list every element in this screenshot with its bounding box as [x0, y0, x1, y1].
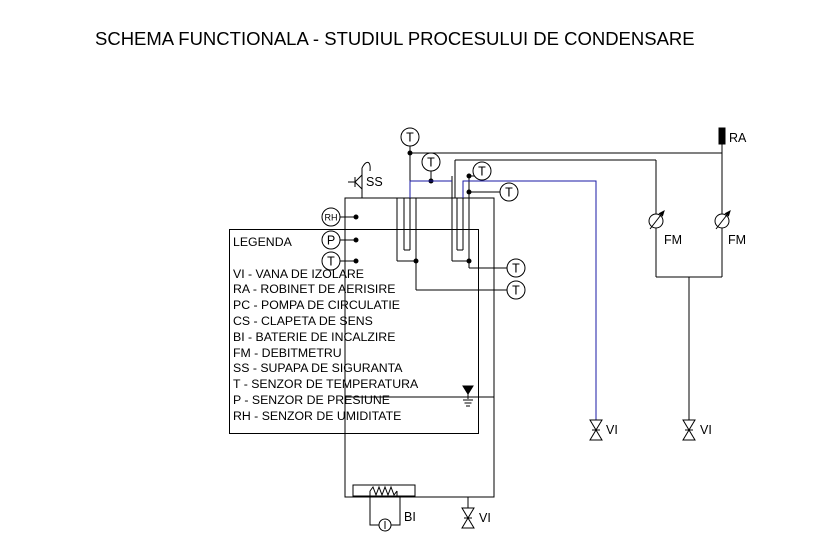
flowmeter-icon — [714, 209, 731, 230]
label-vi-blue: VI — [606, 423, 618, 437]
label-t: T — [427, 156, 435, 170]
condenser-vessel — [344, 197, 495, 498]
blue-pipe — [409, 180, 597, 420]
label-vi-bottom: VI — [479, 511, 491, 525]
valve-icon — [682, 419, 696, 441]
rh-sensor-icon — [321, 207, 341, 227]
legend-item-bi: BI - BATERIE DE INCALZIRE — [233, 329, 396, 344]
label-t: T — [406, 131, 414, 145]
legend-item-t: T - SENZOR DE TEMPERATURA — [233, 377, 419, 392]
flowmeter-icon — [648, 209, 665, 230]
valve-icon — [461, 497, 475, 529]
t-sensor-icon — [400, 127, 420, 147]
cooling-water-manifold — [407, 145, 722, 198]
legend-item-rh: RH - SENZOR DE UMIDITATE — [233, 408, 402, 423]
heating-battery-icon — [352, 484, 416, 532]
label-t: T — [505, 186, 513, 200]
label-p: P — [327, 234, 335, 248]
water-level-icon — [462, 385, 474, 407]
t-sensor-icon — [506, 258, 526, 278]
legend-item-p: P - SENZOR DE PRESIUNE — [233, 392, 390, 407]
safety-valve-icon — [348, 161, 371, 198]
label-t: T — [512, 262, 520, 276]
t-sensor-icon — [472, 161, 492, 181]
legend-item-fm: FM - DEBITMETRU — [233, 345, 342, 360]
p-sensor-icon — [321, 230, 341, 250]
t-sensor-icon — [506, 280, 526, 300]
label-vi-right: VI — [700, 423, 712, 437]
legend-box: LEGENDA VI - VANA DE IZOLARE RA - ROBINE… — [229, 229, 479, 434]
label-rh: RH — [325, 213, 338, 223]
sensor-leads-left — [340, 214, 359, 264]
label-ra: RA — [729, 131, 747, 145]
legend-item-ra: RA - ROBINET DE AERISIRE — [233, 282, 396, 297]
legend-item-pc: PC - POMPA DE CIRCULATIE — [233, 298, 400, 313]
legend-heading: LEGENDA — [233, 235, 292, 249]
flowmeter-branch — [655, 127, 726, 420]
t-sensor-icon — [321, 251, 341, 271]
legend-item-cs: CS - CLAPETA DE SENS — [233, 313, 373, 328]
label-fm-right: FM — [728, 233, 746, 247]
t-sensor-icon — [421, 152, 441, 172]
label-fm-left: FM — [664, 233, 682, 247]
label-t: T — [327, 255, 335, 269]
label-t: T — [478, 165, 486, 179]
tube-bundle-left — [396, 198, 417, 290]
label-t: T — [512, 284, 520, 298]
tube-bundle-right — [451, 198, 470, 268]
tube-sensor-lines — [397, 258, 507, 291]
legend-item-ss: SS - SUPAPA DE SIGURANTA — [233, 361, 403, 376]
label-ss: SS — [366, 175, 383, 189]
diagram-title: SCHEMA FUNCTIONALA - STUDIUL PROCESULUI … — [95, 28, 695, 49]
valve-icon — [589, 419, 603, 441]
t-sensor-icon — [499, 182, 519, 202]
sensor-bubbles — [321, 127, 526, 300]
label-bi: BI — [404, 510, 416, 524]
